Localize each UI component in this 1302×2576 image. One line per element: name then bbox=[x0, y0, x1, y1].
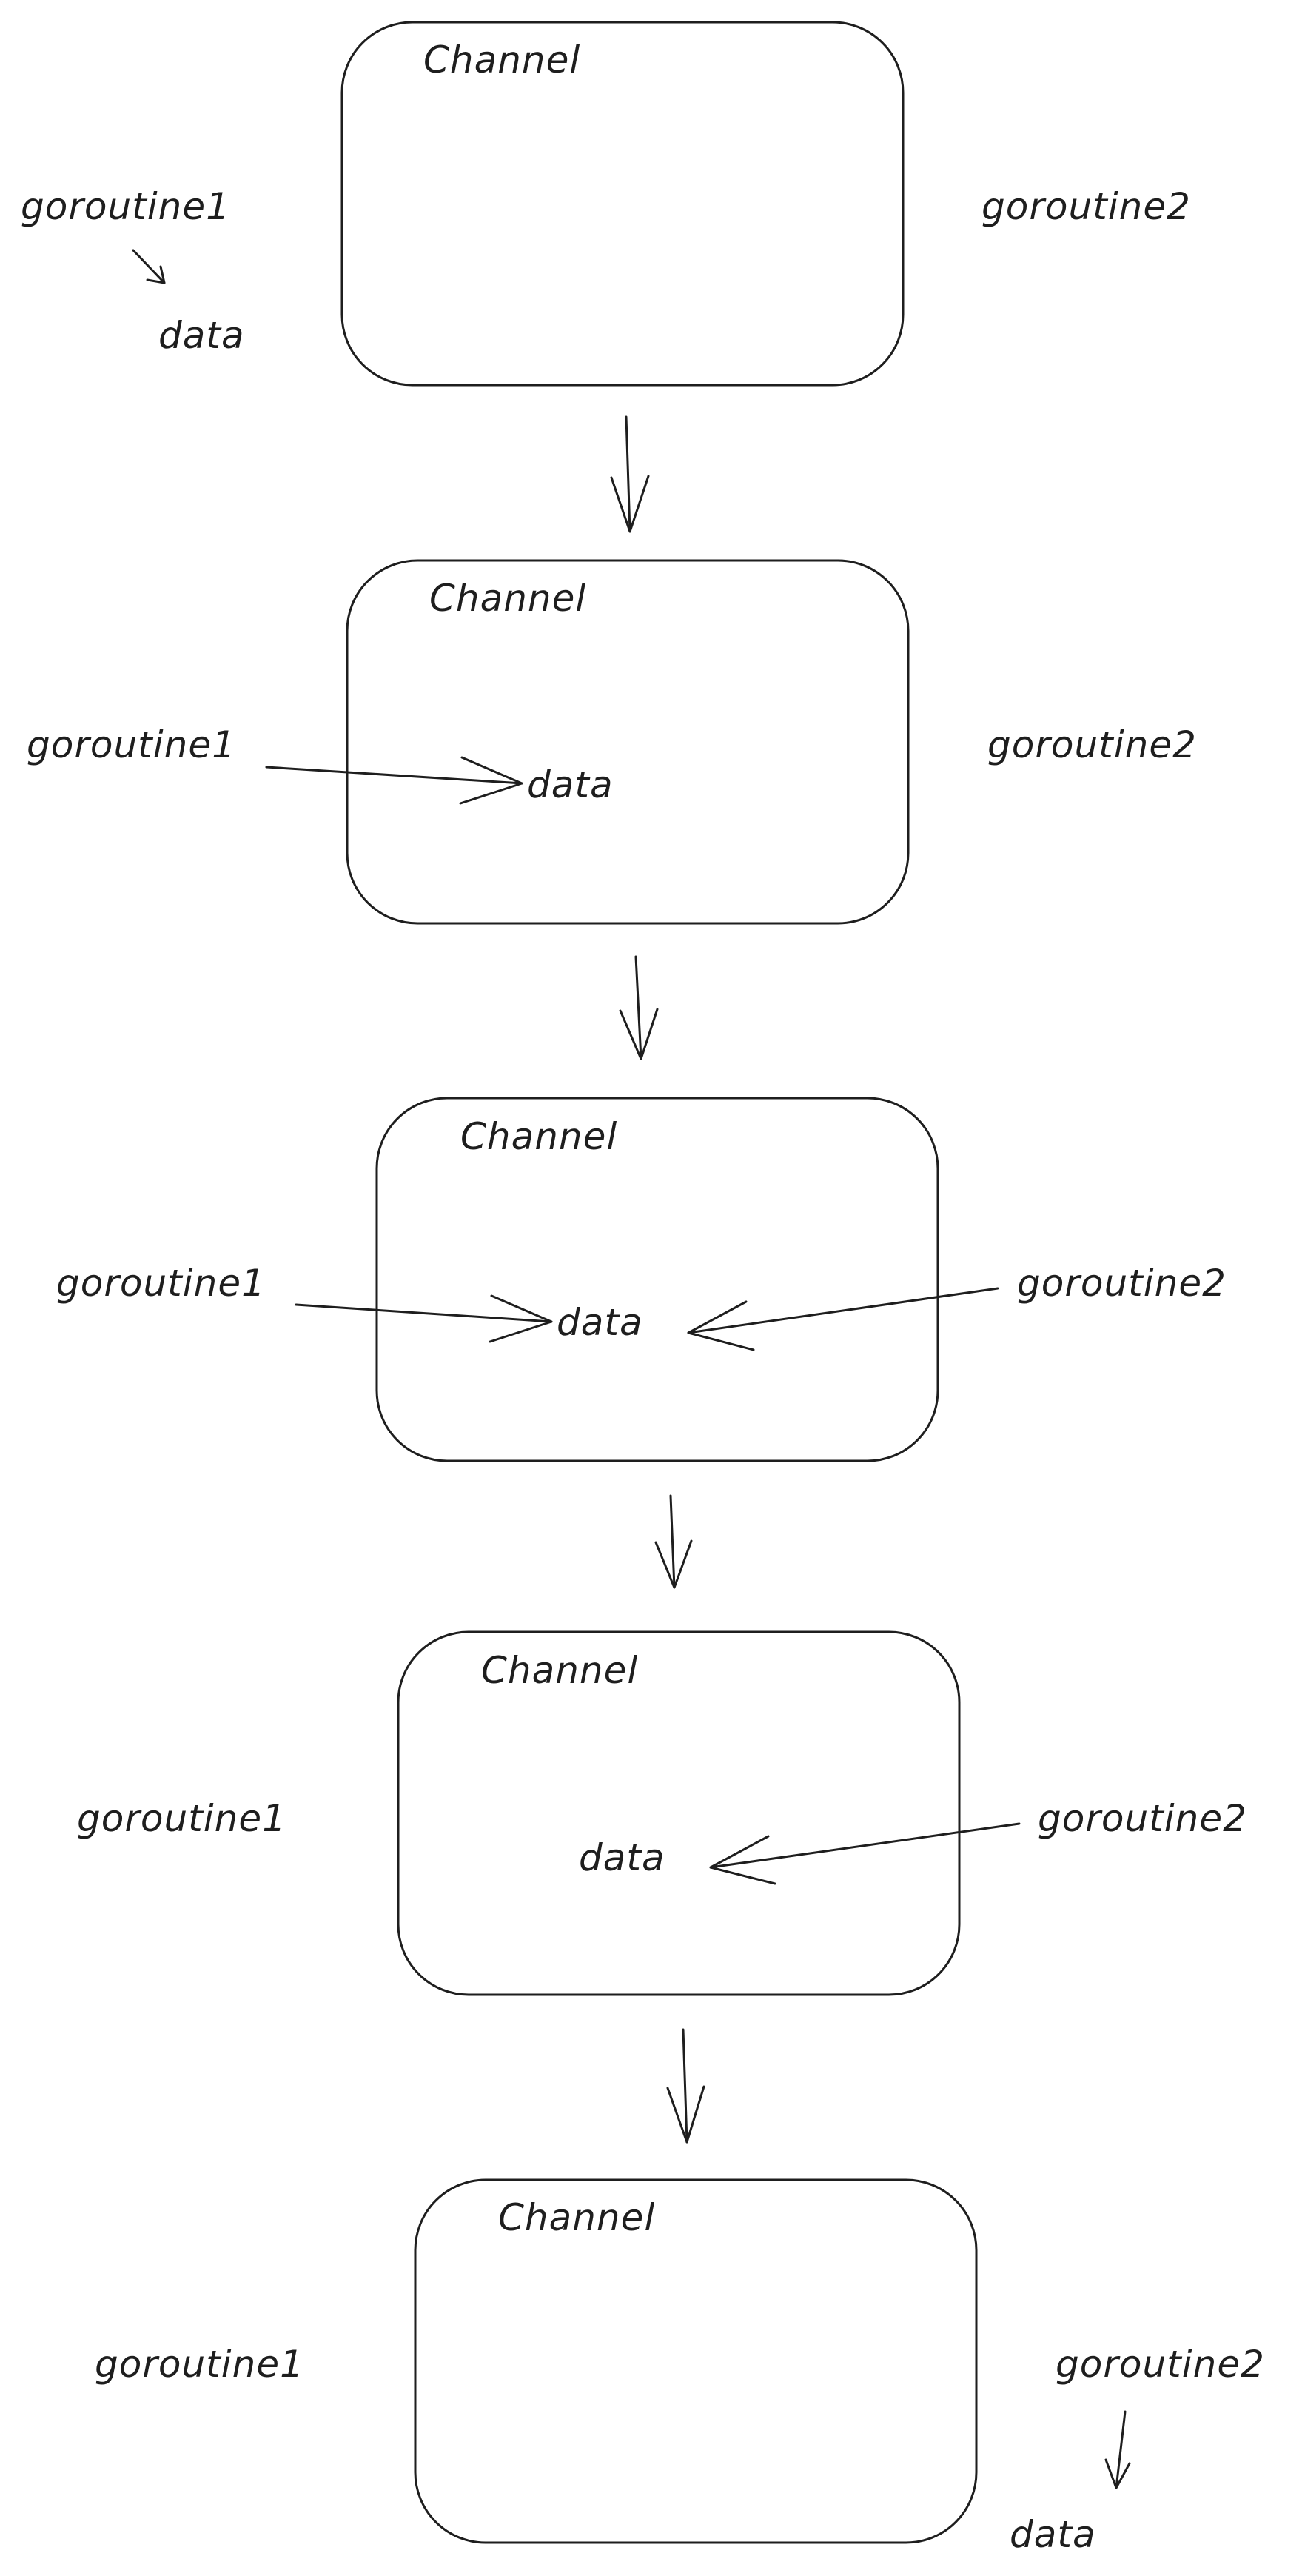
transition-arrow-3 bbox=[654, 1494, 693, 1589]
send-arrow bbox=[132, 249, 166, 284]
stage-4: Channel goroutine1 goroutine2 data bbox=[77, 1630, 1247, 1996]
channel-label: Channel bbox=[429, 577, 586, 620]
send-arrow bbox=[295, 1294, 553, 1343]
stage-5: Channel goroutine1 goroutine2 data bbox=[95, 2178, 1265, 2556]
stage-3: Channel goroutine1 goroutine2 data bbox=[56, 1097, 1227, 1462]
stage-1: Channel goroutine1 goroutine2 data bbox=[21, 21, 1191, 387]
receive-arrow bbox=[709, 1822, 1021, 1885]
transition-arrow-2 bbox=[619, 955, 659, 1060]
goroutine1-label: goroutine1 bbox=[77, 1797, 286, 1840]
channel-box bbox=[346, 559, 910, 925]
transition-arrow-1 bbox=[610, 415, 650, 533]
goroutine2-label: goroutine2 bbox=[1038, 1797, 1247, 1840]
goroutine2-label: goroutine2 bbox=[1056, 2343, 1265, 2386]
channel-label: Channel bbox=[460, 1115, 617, 1158]
goroutine2-label: goroutine2 bbox=[987, 723, 1197, 766]
data-label: data bbox=[527, 763, 614, 806]
goroutine1-label: goroutine1 bbox=[56, 1262, 266, 1305]
data-label: data bbox=[1010, 2513, 1096, 2556]
goroutine1-label: goroutine1 bbox=[95, 2343, 304, 2386]
channel-box bbox=[397, 1630, 961, 1996]
channel-box bbox=[375, 1097, 939, 1462]
goroutine2-label: goroutine2 bbox=[981, 185, 1191, 228]
channel-label: Channel bbox=[498, 2196, 655, 2239]
transition-arrow-4 bbox=[666, 2028, 705, 2144]
channel-label: Channel bbox=[481, 1649, 638, 1692]
channel-box bbox=[340, 21, 905, 387]
data-label: data bbox=[557, 1301, 643, 1344]
receive-arrow bbox=[687, 1287, 999, 1351]
data-label: data bbox=[158, 314, 245, 357]
stage-2: Channel goroutine1 goroutine2 data bbox=[27, 559, 1197, 925]
goroutine2-label: goroutine2 bbox=[1017, 1262, 1227, 1305]
goroutine1-label: goroutine1 bbox=[27, 723, 236, 766]
goroutine1-label: goroutine1 bbox=[21, 185, 230, 228]
send-arrow bbox=[265, 756, 523, 805]
channel-box bbox=[414, 2178, 978, 2544]
channel-label: Channel bbox=[423, 39, 580, 81]
receive-arrow bbox=[1104, 2410, 1131, 2489]
data-label: data bbox=[579, 1836, 665, 1879]
